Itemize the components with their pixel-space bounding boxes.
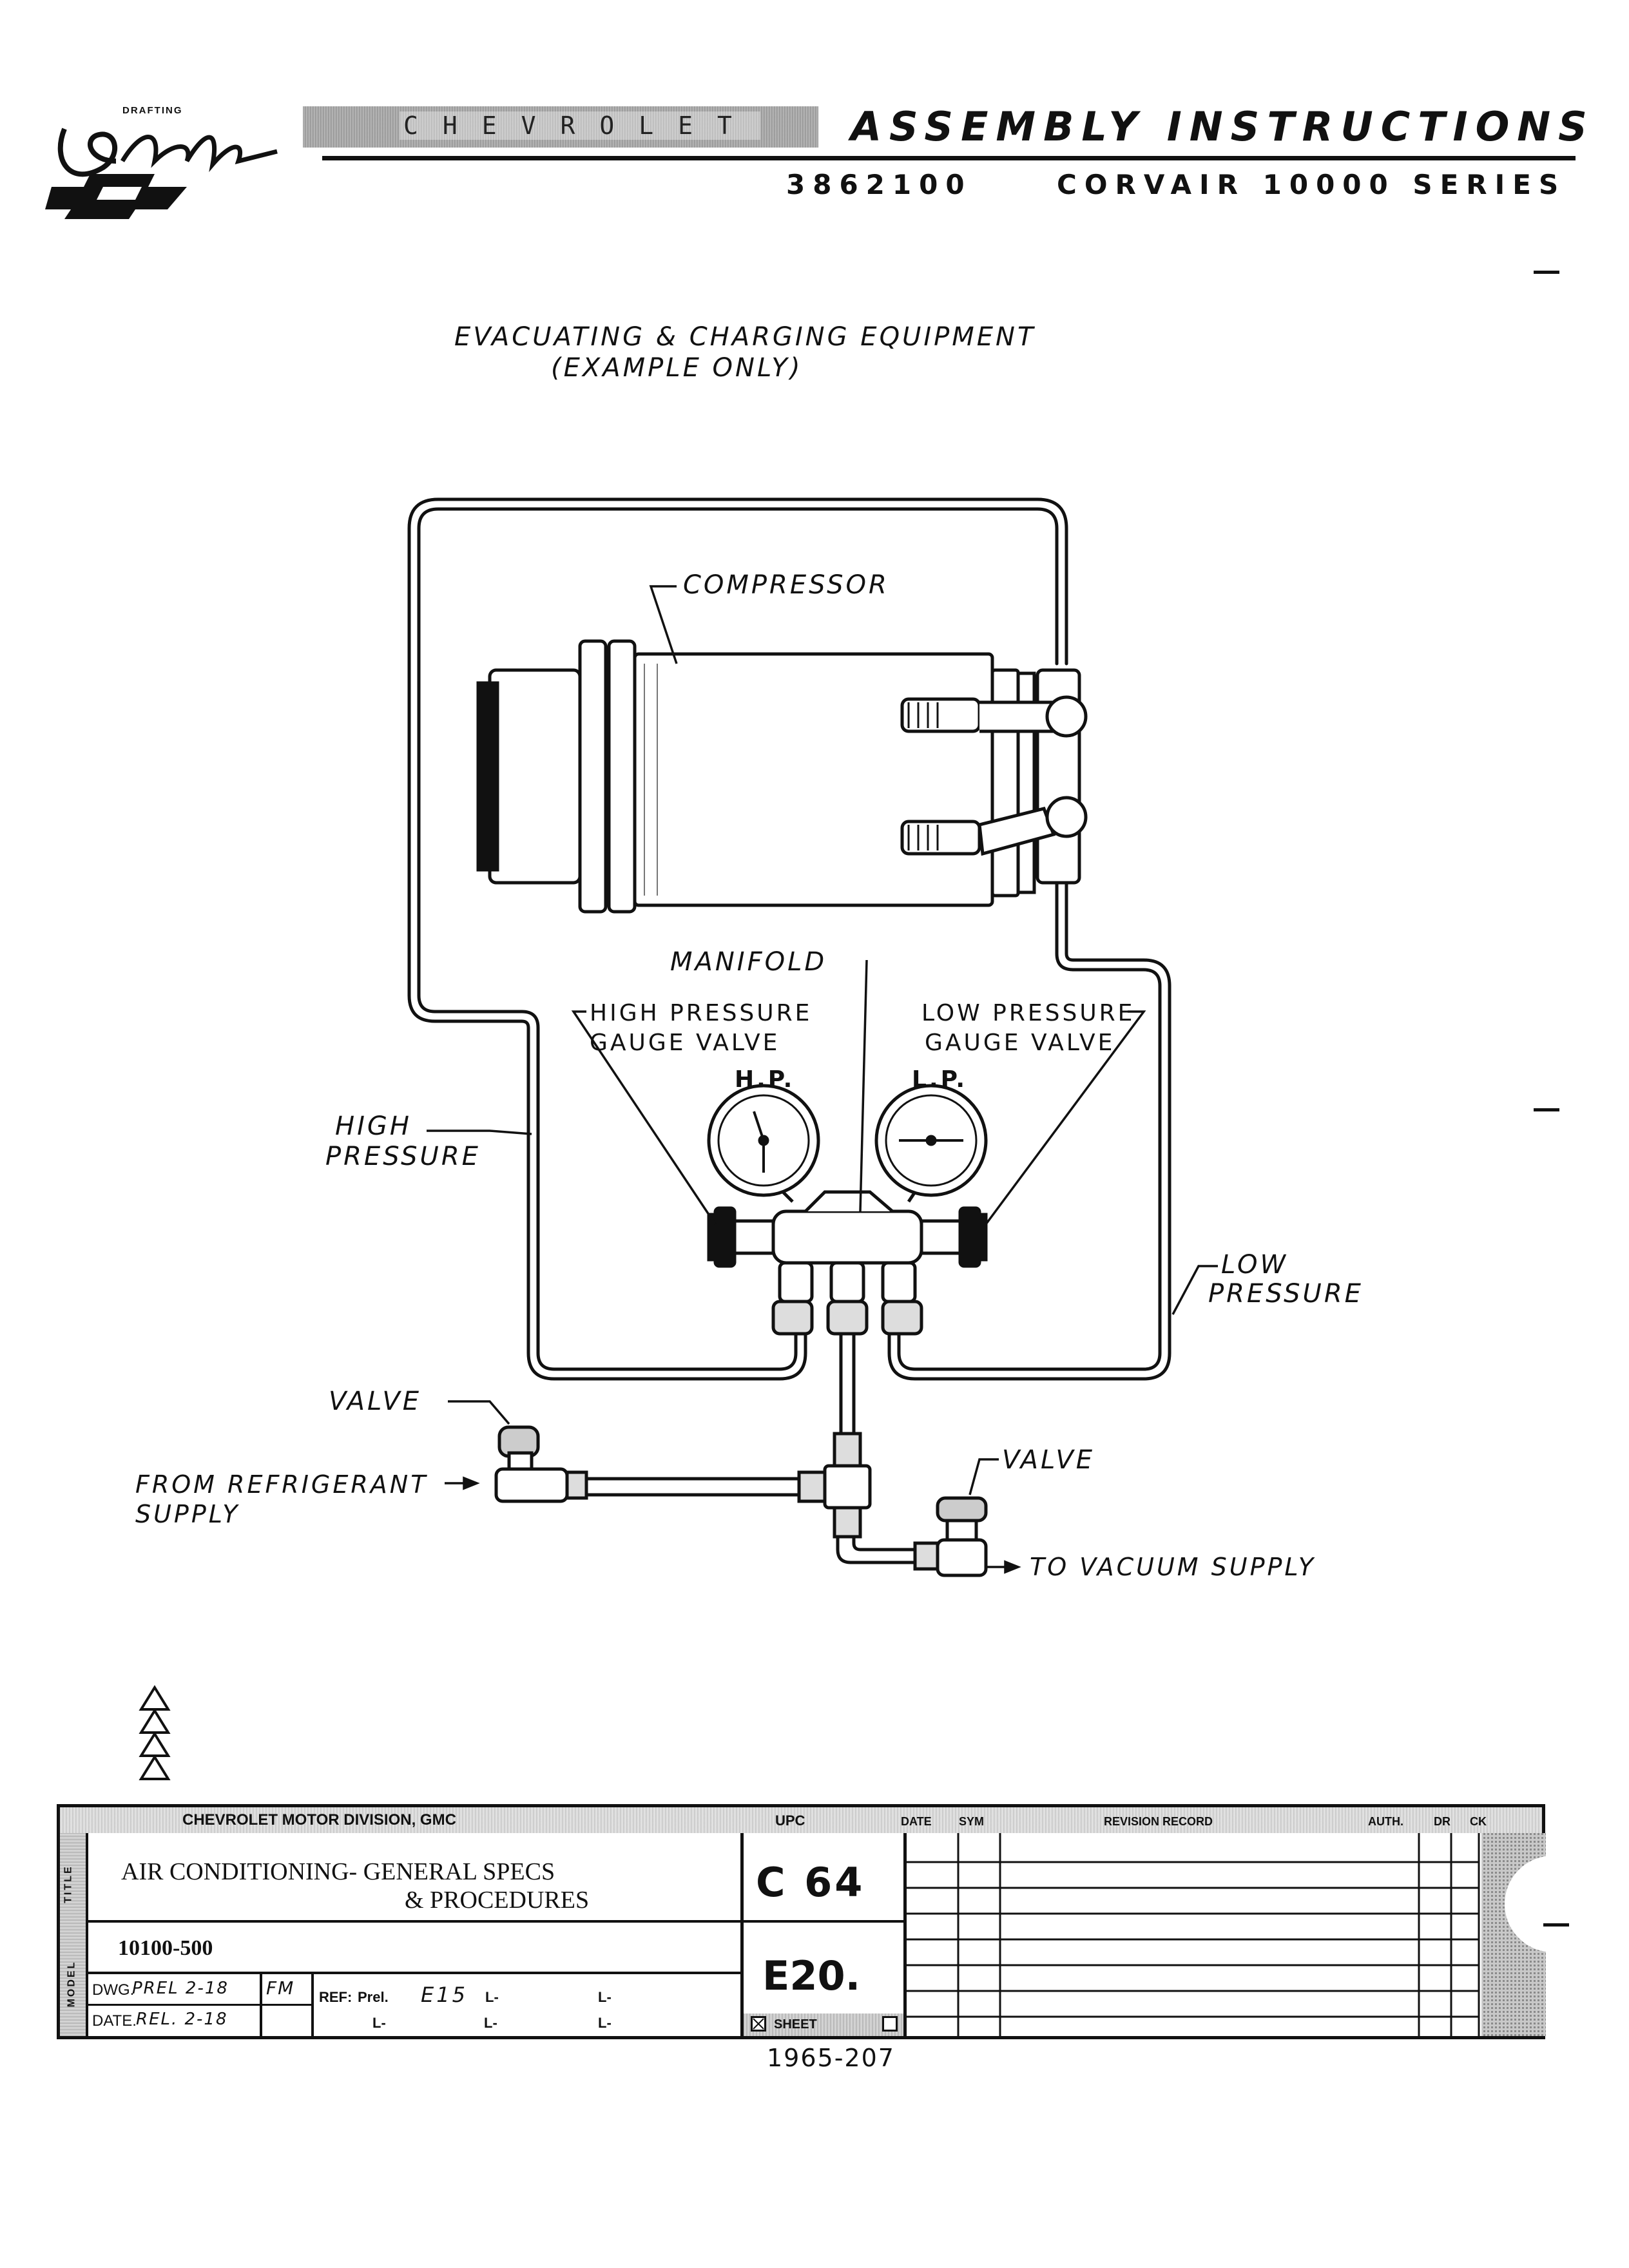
division-name: CHEVROLET MOTOR DIVISION, GMC: [182, 1811, 456, 1829]
l-mark: L-: [598, 2015, 612, 2031]
margin-tick: [1543, 1923, 1569, 1927]
rev-header-auth: AUTH.: [1368, 1815, 1403, 1828]
footer-code: 1965-207: [767, 2044, 895, 2072]
model-cell: [88, 1920, 744, 1974]
ref-label: REF:: [319, 1989, 352, 2005]
sheet-checkbox: [751, 2016, 766, 2032]
label-valve-left: VALVE: [329, 1387, 422, 1416]
label-compressor: COMPRESSOR: [683, 570, 889, 600]
label-low-pressure-line1: LOW: [1221, 1250, 1289, 1280]
refrigerant-valve: [494, 1425, 588, 1503]
tee-fitting: [797, 1432, 872, 1539]
ref-prel: Prel.: [358, 1989, 389, 2005]
revision-grid: [903, 1833, 1546, 2036]
dwg-label: DWG.: [92, 1981, 135, 1999]
label-vacuum-supply: TO VACUUM SUPPLY: [1030, 1553, 1316, 1581]
rev-header-dr: DR: [1434, 1815, 1451, 1828]
series-name: CORVAIR 10000 SERIES: [1057, 169, 1566, 200]
date-value: REL. 2-18: [136, 2010, 228, 2029]
high-pressure-hose: [417, 507, 1059, 1371]
rev-header-record: REVISION RECORD: [1104, 1815, 1213, 1828]
sheet-checkbox: [882, 2016, 898, 2032]
model-number: 10100-500: [118, 1936, 213, 1960]
label-refrigerant-line1: FROM REFRIGERANT: [135, 1470, 429, 1499]
rev-header-sym: SYM: [959, 1815, 985, 1828]
title-block-header-band: [60, 1807, 1542, 1833]
chevrolet-band-text: CHEVROLET: [400, 111, 760, 140]
sheet-label: SHEET: [774, 2017, 817, 2032]
upc-divider: [744, 1920, 903, 1923]
l-mark: L-: [372, 2015, 386, 2031]
side-strip: [60, 1833, 88, 2036]
assembly-instructions-title: ASSEMBLY INSTRUCTIONS: [851, 103, 1595, 150]
vacuum-valve: [913, 1496, 988, 1577]
manifold: [707, 1190, 988, 1336]
hp-gauge: [707, 1084, 820, 1203]
date-label: DATE.: [92, 2012, 137, 2030]
label-lp-valve-line2: GAUGE VALVE: [925, 1030, 1115, 1056]
part-number: 3862100: [786, 169, 972, 200]
ref-value: E15: [421, 1983, 468, 2007]
lp-gauge: [874, 1084, 988, 1203]
header-rule: [322, 156, 1576, 160]
rev-header-date: DATE: [901, 1815, 932, 1828]
dwg-divider: [88, 2004, 314, 2006]
l-mark: L-: [598, 1989, 612, 2005]
diagram-title-line1: EVACUATING & CHARGING EQUIPMENT: [454, 322, 1036, 352]
sheet-band: [744, 2013, 903, 2036]
revision-triangles: [139, 1685, 171, 1780]
side-label-title: TITLE: [63, 1865, 74, 1903]
label-manifold: MANIFOLD: [670, 947, 827, 977]
label-valve-right: VALVE: [1002, 1445, 1095, 1475]
title-block: CHEVROLET MOTOR DIVISION, GMC UPC DATE S…: [57, 1804, 1546, 2039]
margin-tick: [1534, 271, 1559, 274]
l-mark: L-: [485, 1989, 499, 2005]
l-mark: L-: [484, 2015, 497, 2031]
diagram-title-line2: (EXAMPLE ONLY): [551, 353, 803, 383]
rev-header-ck: CK: [1470, 1815, 1487, 1828]
sheet-code: E20.: [762, 1952, 861, 1999]
dwg-row: [88, 1972, 744, 2036]
label-low-pressure-line2: PRESSURE: [1208, 1279, 1364, 1309]
margin-tick: [1534, 1108, 1559, 1111]
side-label-model: MODEL: [66, 1960, 77, 2008]
label-refrigerant-line2: SUPPLY: [135, 1500, 240, 1528]
label-hp-valve-line1: HIGH PRESSURE: [590, 1000, 813, 1026]
label-lp-valve-line1: LOW PRESSURE: [921, 1000, 1135, 1026]
label-hp-valve-line2: GAUGE VALVE: [590, 1030, 780, 1056]
drawn-by: FM: [266, 1977, 295, 1999]
logo-small-text: DRAFTING: [122, 105, 183, 116]
chevrolet-band: CHEVROLET: [303, 106, 818, 148]
hole-punch: [1505, 1856, 1601, 1952]
graphic-logo: [45, 128, 278, 219]
compressor: [476, 639, 1088, 914]
refrigerant-line: [565, 1477, 801, 1497]
dwg-value: PREL 2-18: [132, 1979, 229, 1998]
label-lp-gauge: L.P.: [912, 1066, 968, 1093]
upc-header: UPC: [775, 1812, 805, 1829]
upc-cell: [744, 1833, 907, 2036]
title-cell: [88, 1833, 744, 1923]
label-high-pressure-line2: PRESSURE: [325, 1142, 481, 1171]
upc-code: C 64: [756, 1859, 865, 1906]
drawing-title-line1: AIR CONDITIONING- GENERAL SPECS: [121, 1858, 555, 1885]
label-hp-gauge: H.P.: [735, 1066, 795, 1093]
low-pressure-hose: [897, 855, 1162, 1371]
label-high-pressure-line1: HIGH: [335, 1111, 412, 1141]
drawing-title-line2: & PROCEDURES: [405, 1887, 590, 1914]
